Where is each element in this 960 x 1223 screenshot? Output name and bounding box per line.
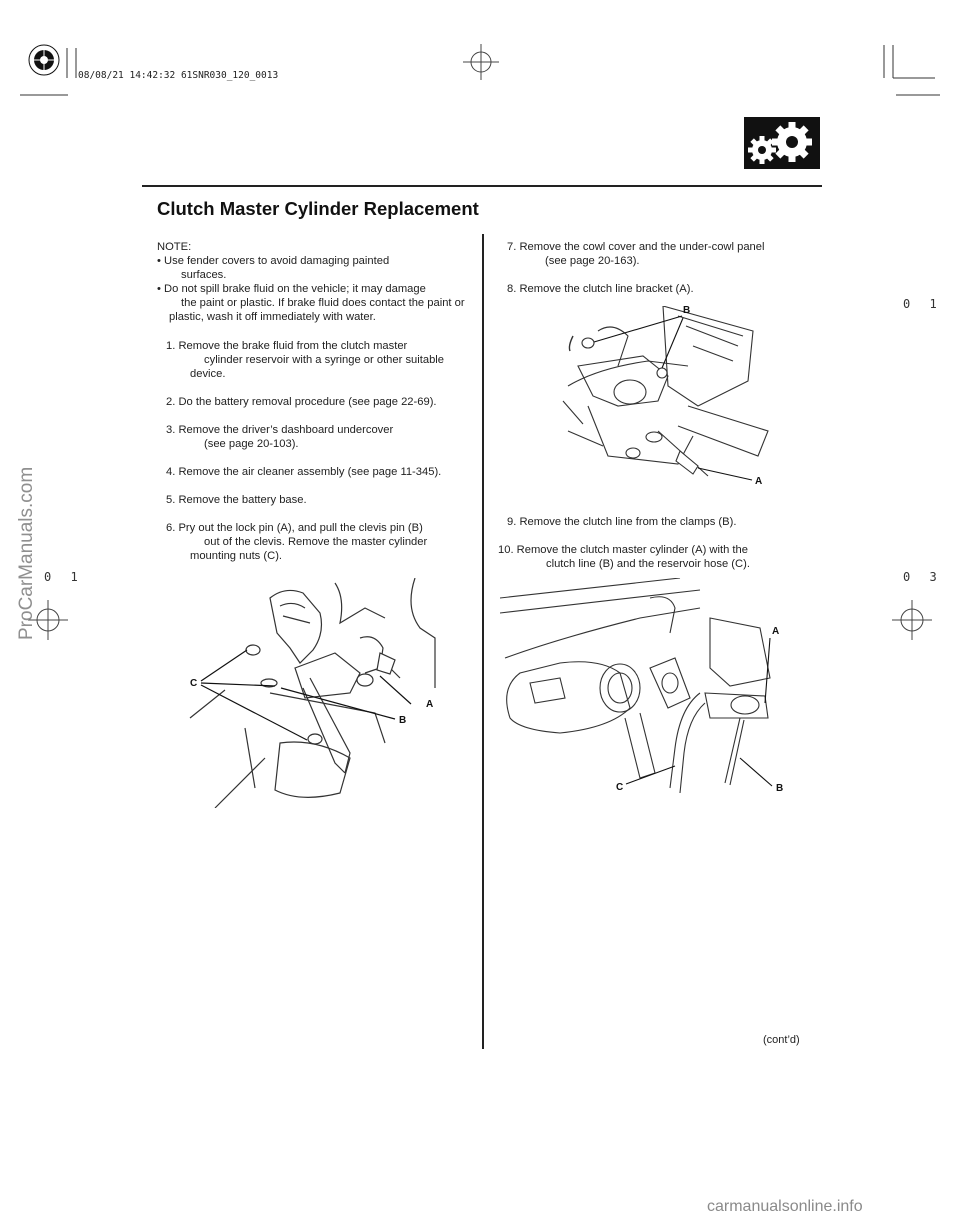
note-label: NOTE: (157, 241, 192, 253)
step-item: 2. Do the battery removal procedure (see… (166, 396, 437, 408)
watermark-left: ProCarManuals.com (16, 466, 37, 640)
crosshair-icon (463, 44, 499, 80)
step-item: 4. Remove the air cleaner assembly (see … (166, 466, 442, 478)
step-item: 3. Remove the driver’s dashboard underco… (166, 424, 394, 450)
figure-label: C (190, 678, 198, 689)
note-item: • Use fender covers to avoid damaging pa… (157, 255, 390, 281)
crosshair-icon (892, 600, 932, 640)
crosshair-icon (28, 600, 68, 640)
step-item: 5. Remove the battery base. (166, 494, 307, 506)
left-column: NOTE: • Use fender covers to avoid damag… (157, 240, 475, 324)
margin-mark: 0 1 (44, 570, 84, 584)
clutch-pedal-illustration (189, 578, 436, 808)
note-item: • Do not spill brake fluid on the vehicl… (157, 283, 465, 323)
watermark-bottom: carmanualsonline.info (707, 1198, 863, 1215)
figure-label: A (772, 626, 780, 637)
figure-label: C (616, 782, 624, 793)
figure-label: A (755, 476, 763, 487)
column-divider (482, 234, 484, 1049)
step-item: 1. Remove the brake fluid from the clutc… (166, 340, 445, 380)
title-rule (142, 185, 822, 187)
margin-mark: 0 3 (903, 570, 943, 584)
right-steps-bottom: 9. Remove the clutch line from the clamp… (498, 515, 818, 571)
master-cylinder-illustration (500, 578, 773, 794)
figure-label: A (426, 699, 434, 710)
margin-mark: 0 1 (903, 297, 943, 311)
right-steps-top: 7. Remove the cowl cover and the under-c… (507, 240, 817, 296)
step-item: 6. Pry out the lock pin (A), and pull th… (166, 522, 428, 562)
registration-target-icon (28, 44, 60, 76)
clutch-line-bracket-illustration (562, 306, 769, 481)
continued-note: (cont’d) (763, 1034, 800, 1046)
figure-label: B (776, 783, 784, 794)
step-item: 8. Remove the clutch line bracket (A). (507, 283, 694, 295)
step-item: 9. Remove the clutch line from the clamp… (507, 516, 737, 528)
step-item: 7. Remove the cowl cover and the under-c… (507, 241, 765, 267)
figure-label: B (683, 305, 691, 316)
step-item: 10. Remove the clutch master cylinder (A… (498, 544, 750, 570)
page-title: Clutch Master Cylinder Replacement (157, 198, 479, 219)
left-steps: 1. Remove the brake fluid from the clutc… (166, 339, 472, 563)
figure-label: B (399, 715, 407, 726)
gear-icon (744, 117, 820, 169)
print-stamp: 08/08/21 14:42:32 61SNR030_120_0013 (78, 70, 279, 81)
